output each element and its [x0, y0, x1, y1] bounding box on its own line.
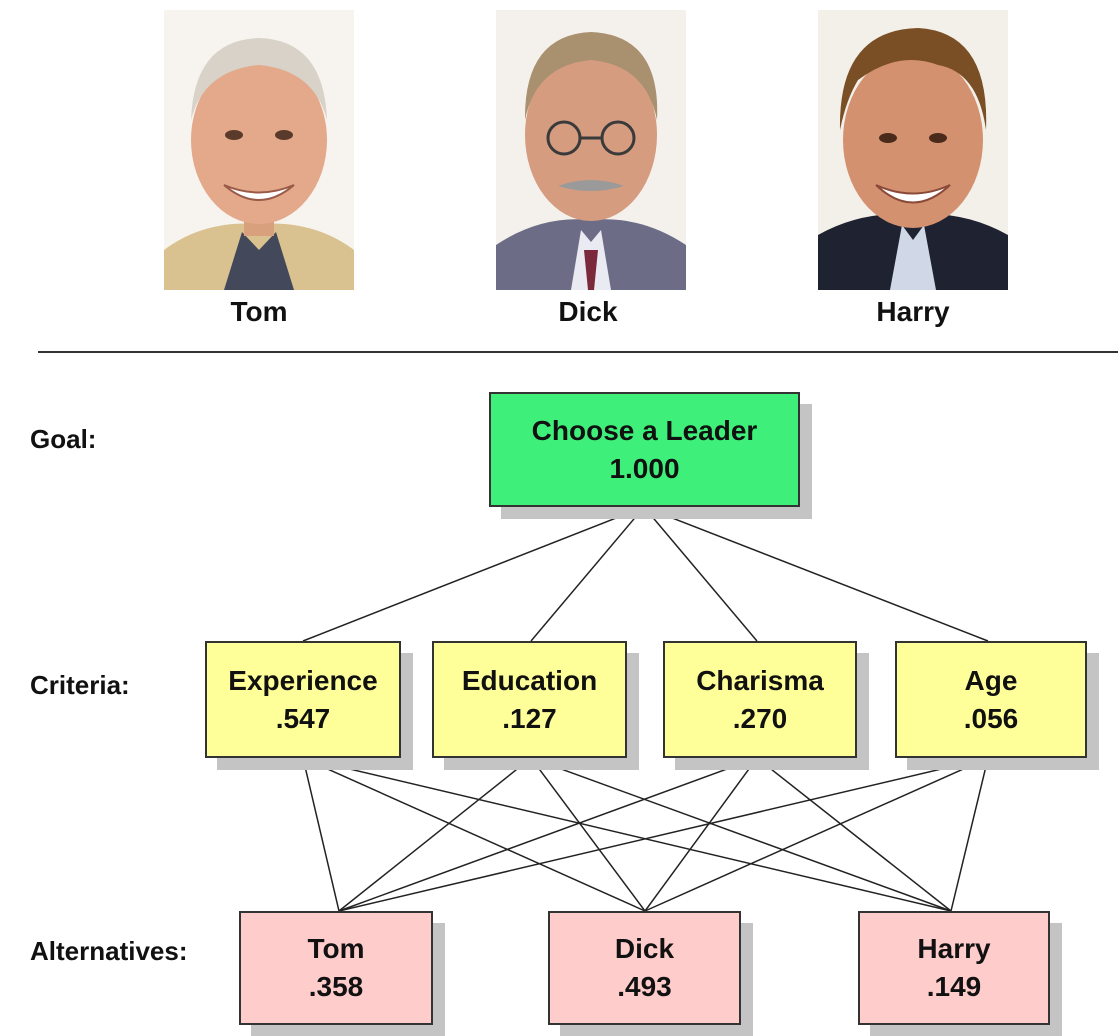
link-goal-experience: [302, 506, 645, 642]
criterion-node-experience: Experience .547: [205, 641, 401, 758]
criterion-title: Age: [964, 664, 1018, 696]
goal-title: Choose a Leader: [531, 414, 758, 446]
alternative-weight: .149: [926, 971, 982, 1002]
criterion-node-charisma: Charisma .270: [663, 641, 857, 758]
alternative-node-tom: Tom .358: [239, 911, 433, 1025]
link-charisma-harry: [756, 757, 952, 912]
link-age-tom: [338, 757, 989, 912]
criterion-title: Education: [461, 664, 598, 696]
link-education-tom: [338, 757, 532, 912]
person-name-dick: Dick: [558, 296, 618, 327]
alternative-weight: .493: [617, 971, 672, 1002]
link-age-dick: [644, 757, 989, 912]
criterion-weight: .127: [502, 702, 557, 734]
criterion-title: Experience: [228, 664, 378, 696]
dick-portrait: [496, 10, 686, 290]
alternative-title: Tom: [307, 933, 365, 964]
criteria-row-label: Criteria:: [30, 670, 130, 700]
section-divider: [38, 351, 1118, 353]
criterion-weight: .270: [732, 702, 788, 734]
alternatives-row-label: Alternatives:: [30, 936, 188, 966]
link-experience-harry: [302, 757, 952, 912]
alternative-title: Harry: [917, 933, 991, 964]
link-experience-tom: [302, 757, 340, 912]
criterion-weight: .547: [275, 702, 331, 734]
alternative-title: Dick: [614, 933, 675, 964]
goal-node: Choose a Leader 1.000: [489, 392, 800, 507]
link-education-dick: [530, 757, 646, 912]
tom-portrait: [164, 10, 354, 290]
dick-photo: [496, 10, 686, 290]
goal-weight: 1.000: [609, 452, 680, 484]
alternative-node-dick: Dick .493: [548, 911, 741, 1025]
harry-photo: [818, 10, 1008, 290]
alternative-node-harry: Harry .149: [858, 911, 1050, 1025]
link-experience-dick: [302, 757, 646, 912]
harry-portrait: [818, 10, 1008, 290]
criterion-node-age: Age .056: [895, 641, 1087, 758]
link-age-harry: [950, 757, 989, 912]
link-goal-age: [643, 506, 989, 642]
criterion-node-education: Education .127: [432, 641, 627, 758]
link-goal-education: [530, 506, 645, 642]
link-goal-charisma: [643, 506, 758, 642]
alternative-weight: .358: [308, 971, 364, 1002]
person-name-harry: Harry: [876, 296, 950, 327]
goal-row-label: Goal:: [30, 424, 97, 454]
criterion-weight: .056: [963, 702, 1019, 734]
criterion-title: Charisma: [696, 664, 824, 696]
link-education-harry: [530, 757, 952, 912]
link-charisma-tom: [338, 757, 758, 912]
link-charisma-dick: [644, 757, 758, 912]
person-name-tom: Tom: [230, 296, 288, 327]
tom-photo: [164, 10, 354, 290]
